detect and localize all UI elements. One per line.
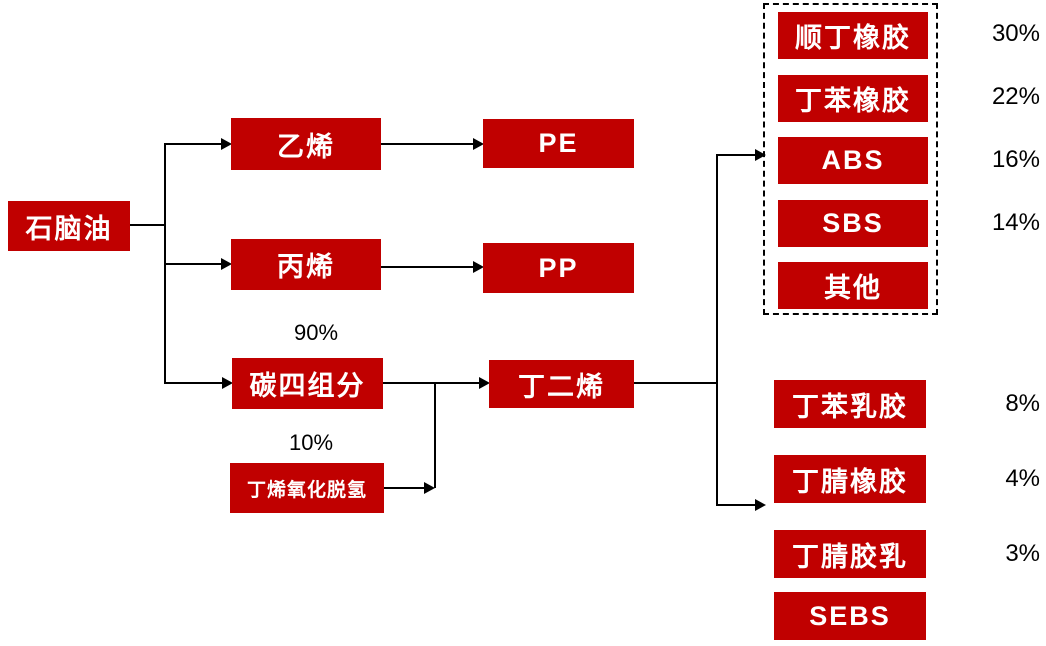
node-butene-oxidative-dehydrogenation: 丁烯氧化脱氢 — [230, 463, 384, 513]
connector-odh-out — [384, 487, 424, 489]
arrowhead-propylene-pp — [473, 261, 484, 273]
node-nitrile-rubber: 丁腈橡胶 — [774, 455, 926, 503]
arrowhead-to-ethylene — [221, 138, 232, 150]
share-sb-latex: 8% — [1005, 390, 1040, 417]
node-cis-butadiene-rubber: 顺丁橡胶 — [778, 12, 928, 59]
share-nitrile-latex: 3% — [1005, 540, 1040, 567]
node-nitrile-latex: 丁腈胶乳 — [774, 530, 926, 578]
node-pe: PE — [483, 119, 634, 168]
connector-propylene-pp — [381, 266, 473, 268]
node-propylene: 丙烯 — [231, 239, 381, 290]
arrowhead-to-propylene — [221, 258, 232, 270]
share-cis-butadiene-rubber: 30% — [991, 20, 1040, 47]
node-ethylene: 乙烯 — [231, 118, 381, 170]
connector-c4-butadiene — [383, 382, 479, 384]
connector-to-rubber-group — [716, 154, 755, 156]
share-sbs: 14% — [991, 209, 1040, 236]
node-sb-latex: 丁苯乳胶 — [774, 380, 926, 428]
share-styrene-butadiene-rubber: 22% — [991, 83, 1040, 110]
arrowhead-to-rubber-group — [755, 149, 766, 161]
connector-to-propylene — [164, 263, 221, 265]
rubber-group-frame — [763, 3, 938, 315]
connector-butadiene-out — [634, 382, 718, 384]
connector-ethylene-pe — [381, 143, 473, 145]
connector-to-other-products — [716, 504, 755, 506]
connector-to-c4 — [164, 382, 222, 384]
connector-to-ethylene — [164, 143, 221, 145]
node-c4-fraction: 碳四组分 — [232, 358, 383, 409]
connector-butadiene-trunk — [716, 154, 718, 506]
connector-odh-riser — [434, 382, 436, 488]
arrowhead-odh-junction — [424, 482, 435, 494]
share-abs: 16% — [991, 146, 1040, 173]
arrowhead-to-c4 — [222, 377, 233, 389]
arrowhead-c4-butadiene — [479, 377, 490, 389]
arrowhead-ethylene-pe — [473, 138, 484, 150]
node-sbs: SBS — [778, 200, 928, 247]
node-butadiene: 丁二烯 — [489, 360, 634, 408]
node-sebs: SEBS — [774, 592, 926, 640]
node-styrene-butadiene-rubber: 丁苯橡胶 — [778, 75, 928, 122]
node-naphtha: 石脑油 — [8, 201, 130, 251]
connector-naphtha-out — [130, 224, 165, 226]
arrowhead-to-other-products — [755, 499, 766, 511]
node-abs: ABS — [778, 137, 928, 184]
share-nitrile-rubber: 4% — [1005, 465, 1040, 492]
node-others: 其他 — [778, 262, 928, 309]
label-c4-route-share: 90% — [293, 320, 339, 345]
node-pp: PP — [483, 243, 634, 293]
label-odh-route-share: 10% — [288, 430, 334, 455]
